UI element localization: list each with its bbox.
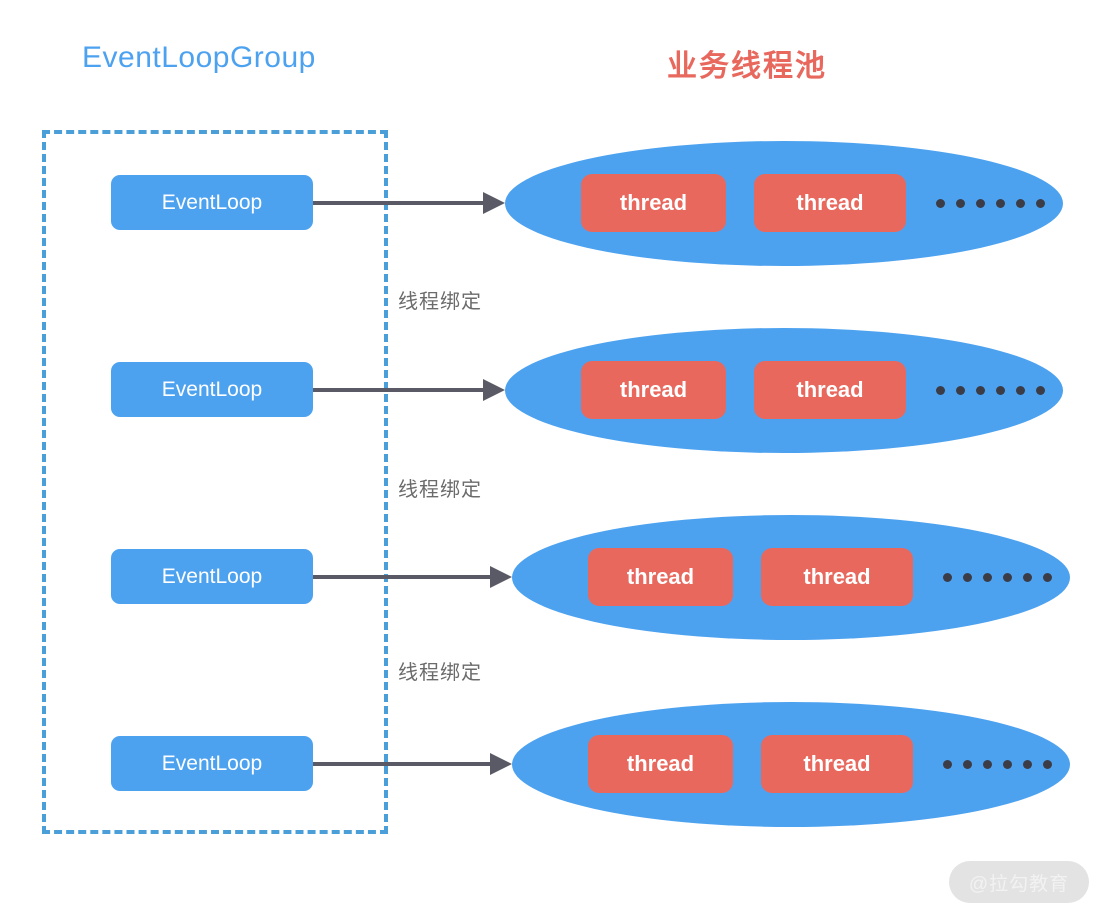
thread-chip-label-3-1: thread [626, 564, 695, 589]
binding-label-2: 线程绑定 [398, 479, 482, 501]
page-title-eventloopgroup: EventLoopGroup [82, 41, 316, 74]
ellipsis-dot [943, 573, 952, 582]
ellipsis-dot [983, 760, 992, 769]
ellipsis-dot [1023, 573, 1032, 582]
arrow-head-4 [490, 753, 512, 775]
ellipsis-dot [963, 760, 972, 769]
eventloop-label-2: EventLoop [161, 377, 263, 401]
ellipsis-dot [936, 199, 945, 208]
binding-label-3: 线程绑定 [398, 662, 482, 684]
thread-chip-3-1[interactable]: thread [588, 548, 733, 606]
ellipsis-dot [936, 386, 945, 395]
page-title-business-thread-pool: 业务线程池 [667, 50, 827, 83]
thread-chip-1-1[interactable]: thread [581, 174, 726, 232]
thread-chip-label-4-1: thread [626, 751, 695, 776]
ellipsis-dot [1043, 760, 1052, 769]
thread-chip-1-2[interactable]: thread [754, 174, 906, 232]
eventloop-box-3[interactable]: EventLoop [111, 549, 313, 604]
thread-chip-3-2[interactable]: thread [761, 548, 913, 606]
thread-chip-2-1[interactable]: thread [581, 361, 726, 419]
more-threads-indicator-1 [936, 199, 1045, 208]
eventloop-label-3: EventLoop [161, 564, 263, 588]
ellipsis-dot [1036, 386, 1045, 395]
ellipsis-dot [1016, 199, 1025, 208]
ellipsis-dot [976, 386, 985, 395]
eventloop-label-1: EventLoop [161, 190, 263, 214]
ellipsis-dot [976, 199, 985, 208]
eventloop-box-2[interactable]: EventLoop [111, 362, 313, 417]
eventloop-box-4[interactable]: EventLoop [111, 736, 313, 791]
ellipsis-dot [1003, 573, 1012, 582]
ellipsis-dot [1023, 760, 1032, 769]
binding-label-1: 线程绑定 [398, 291, 482, 313]
thread-chip-label-1-2: thread [796, 190, 864, 215]
more-threads-indicator-4 [943, 760, 1052, 769]
arrow-head-3 [490, 566, 512, 588]
ellipsis-dot [956, 386, 965, 395]
ellipsis-dot [1036, 199, 1045, 208]
more-threads-indicator-3 [943, 573, 1052, 582]
ellipsis-dot [963, 573, 972, 582]
arrow-head-1 [483, 192, 505, 214]
eventloopgroup-dashed-container [42, 130, 388, 834]
ellipsis-dot [956, 199, 965, 208]
ellipsis-dot [943, 760, 952, 769]
thread-chip-4-1[interactable]: thread [588, 735, 733, 793]
watermark-badge: @拉勾教育 [949, 861, 1089, 903]
thread-chip-label-2-2: thread [796, 377, 864, 402]
thread-chip-label-3-2: thread [803, 564, 871, 589]
thread-chip-4-2[interactable]: thread [761, 735, 913, 793]
eventloop-label-4: EventLoop [161, 751, 263, 775]
thread-chip-label-4-2: thread [803, 751, 871, 776]
ellipsis-dot [1043, 573, 1052, 582]
thread-chip-label-1-1: thread [619, 190, 688, 215]
ellipsis-dot [996, 386, 1005, 395]
ellipsis-dot [983, 573, 992, 582]
thread-chip-label-2-1: thread [619, 377, 688, 402]
eventloop-box-1[interactable]: EventLoop [111, 175, 313, 230]
ellipsis-dot [1016, 386, 1025, 395]
more-threads-indicator-2 [936, 386, 1045, 395]
arrow-head-2 [483, 379, 505, 401]
ellipsis-dot [996, 199, 1005, 208]
thread-chip-2-2[interactable]: thread [754, 361, 906, 419]
ellipsis-dot [1003, 760, 1012, 769]
